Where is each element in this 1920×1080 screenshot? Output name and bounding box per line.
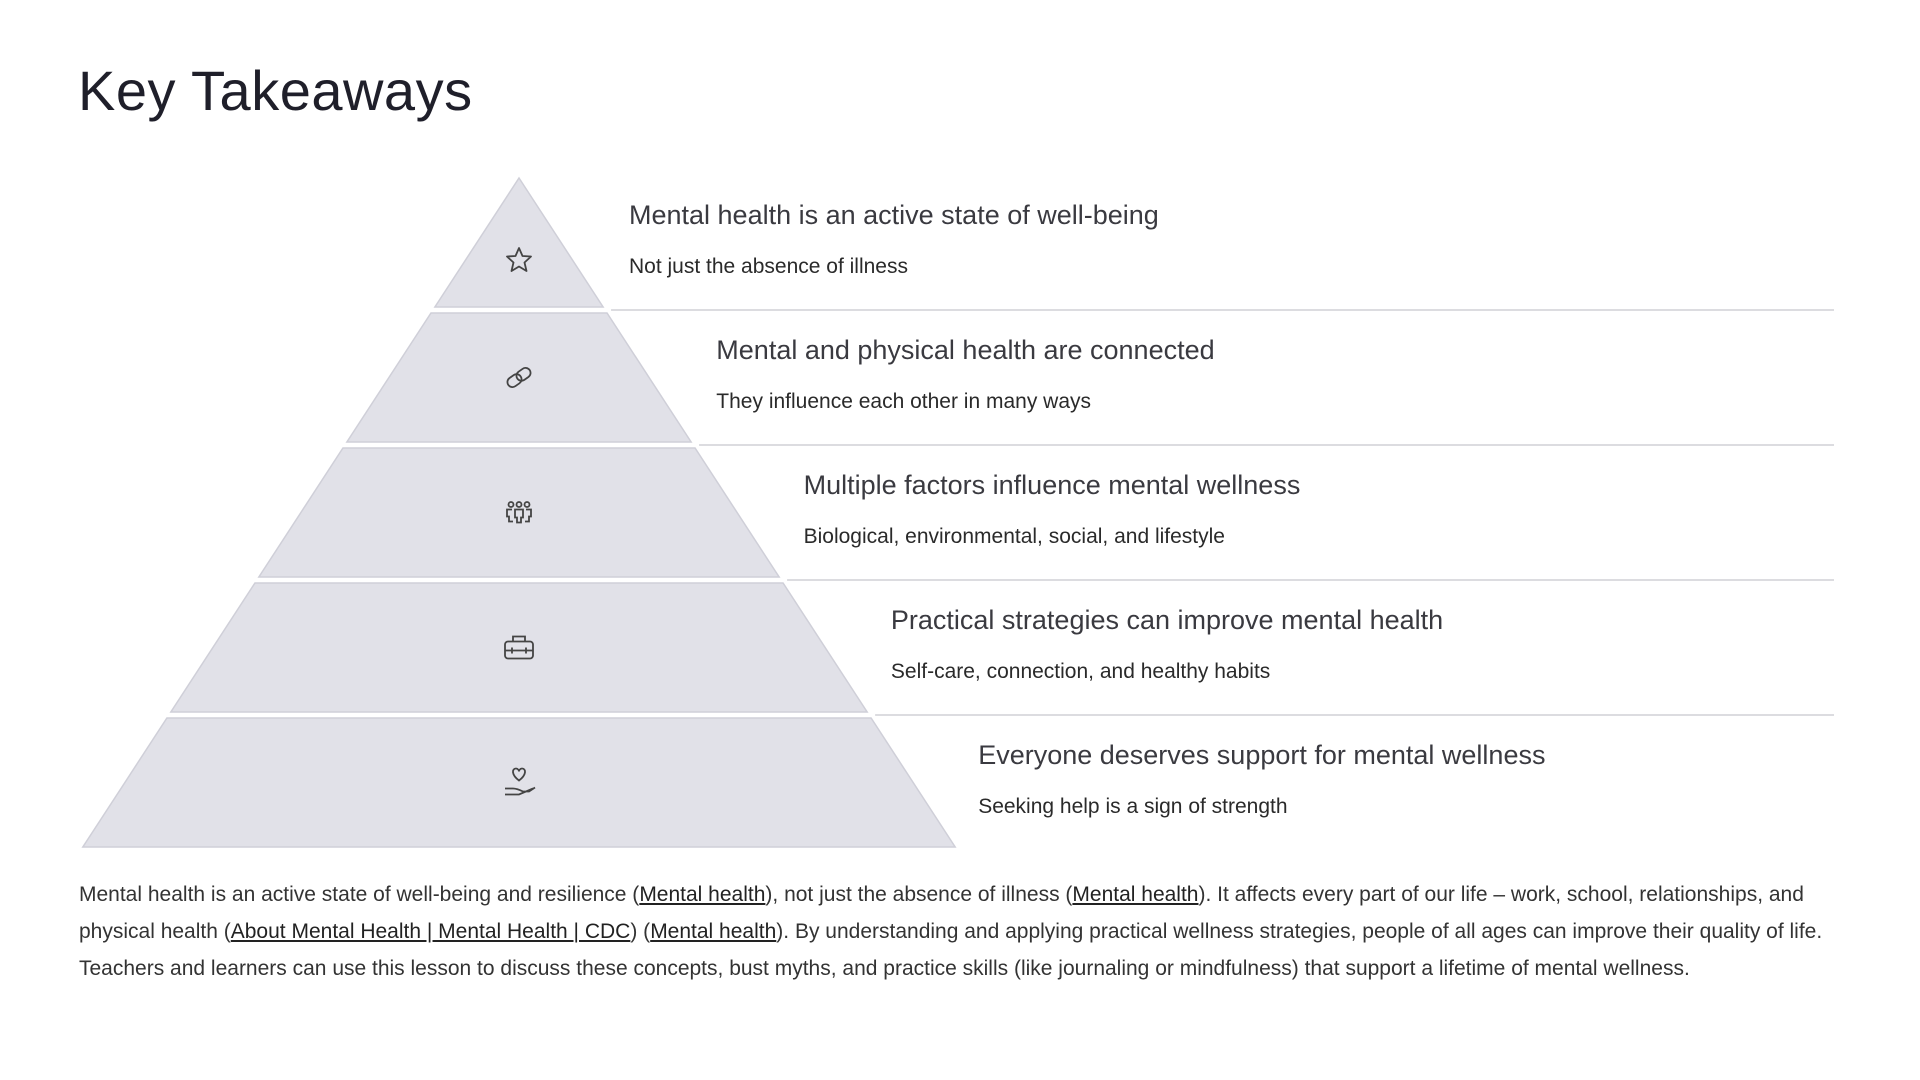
tier-subtext: Biological, environmental, social, and l…: [803, 525, 1225, 548]
tier-subtext: Seeking help is a sign of strength: [978, 795, 1288, 818]
tier-subtext: Self-care, connection, and healthy habit…: [890, 660, 1271, 683]
pyramid-tier-4: [169, 582, 869, 713]
toolbox-icon: [504, 635, 534, 660]
tier-heading: Mental health is an active state of well…: [629, 200, 1159, 230]
link-cdc-about-mental-health[interactable]: About Mental Health | Mental Health | CD…: [230, 920, 631, 943]
tier-subtext: They influence each other in many ways: [716, 390, 1091, 413]
tier-subtext: Not just the absence of illness: [629, 255, 908, 278]
tier-heading: Multiple factors influence mental wellne…: [803, 470, 1301, 500]
pyramid-tier-1: [433, 176, 605, 308]
star-icon: [506, 247, 532, 272]
paragraph-text: ). By understanding and applying practic…: [79, 920, 1823, 980]
link-icon: [506, 367, 532, 388]
link-mental-health[interactable]: Mental health: [639, 883, 766, 906]
people-icon: [506, 501, 532, 524]
pyramid-tier-2: [345, 312, 693, 443]
tier-heading: Practical strategies can improve mental …: [890, 605, 1444, 635]
paragraph-text: ), not just the absence of illness (: [765, 883, 1073, 906]
pyramid-diagram: [81, 176, 1834, 848]
heart-hand-icon: [505, 767, 536, 796]
page-title: Key Takeaways: [78, 59, 473, 122]
tier-heading: Everyone deserves support for mental wel…: [978, 740, 1546, 770]
tier-heading: Mental and physical health are connected: [716, 335, 1215, 365]
paragraph-text: Mental health is an active state of well…: [79, 883, 640, 906]
pyramid-tier-3: [257, 447, 781, 578]
paragraph-text: ). It affects every part of our life – w…: [79, 883, 1804, 943]
link-mental-health[interactable]: Mental health: [650, 920, 777, 943]
link-mental-health[interactable]: Mental health: [1072, 883, 1199, 906]
pyramid-tier-5: [81, 717, 957, 848]
paragraph-text: ) (: [630, 920, 651, 943]
summary-paragraph: Mental health is an active state of well…: [79, 876, 1829, 987]
